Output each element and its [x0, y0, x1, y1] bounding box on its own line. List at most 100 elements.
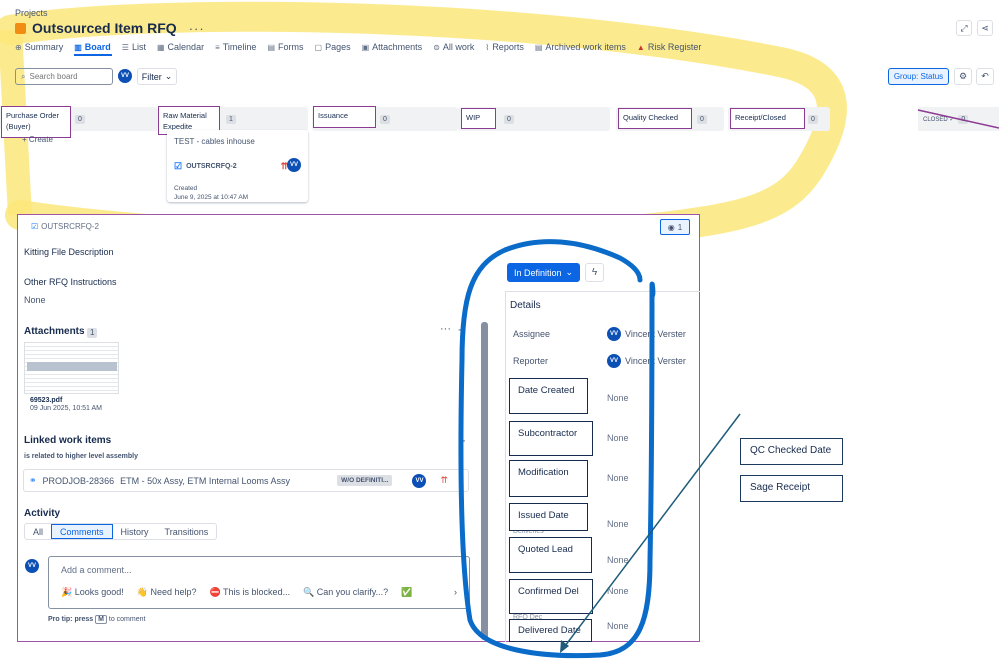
more-actions-icon[interactable]: ···: [188, 20, 205, 36]
column-label: Purchase Order (Buyer): [1, 106, 71, 138]
keyboard-key: M: [95, 615, 107, 624]
chevron-down-icon: ⌄: [164, 71, 173, 81]
kitting-label: Kitting File Description: [24, 247, 114, 257]
quick-reply-done[interactable]: ✅: [401, 587, 413, 597]
project-tabs: ⊕Summary ▥Board ☰List ▦Calendar ≡Timelin…: [15, 42, 712, 52]
archive-icon: ▤: [534, 42, 543, 52]
pages-icon: ▢: [314, 42, 323, 52]
watch-button[interactable]: ◉ 1: [660, 219, 690, 235]
field-value[interactable]: None: [607, 555, 629, 565]
add-attachment-icon[interactable]: +: [458, 322, 466, 337]
status-badge[interactable]: W/O DEFINITI...: [337, 475, 393, 486]
undo-icon[interactable]: ↶: [976, 68, 994, 85]
tab-reports[interactable]: ⌇Reports: [485, 42, 524, 52]
work-item-icon: ☑: [31, 222, 39, 231]
detail-key[interactable]: ☑ OUTSRCRFQ-2: [31, 222, 99, 231]
field-value[interactable]: None: [607, 586, 629, 596]
column-label: Issuance: [313, 106, 376, 128]
quick-reply-need-help[interactable]: 👋 Need help?: [136, 587, 197, 597]
card-key-row: ☑ OUTSRCRFQ-2 ⇈: [174, 161, 301, 172]
automation-icon[interactable]: ϟ: [585, 263, 604, 282]
tab-forms[interactable]: ▤Forms: [267, 42, 304, 52]
tab-board[interactable]: ▥Board: [74, 42, 111, 52]
activity-title: Activity: [24, 508, 61, 519]
details-divider: [505, 291, 700, 292]
tab-all[interactable]: All: [33, 526, 44, 537]
column-label: Receipt/Closed: [730, 108, 805, 129]
pro-tip: Pro tip: press M to comment: [48, 615, 146, 624]
field-delivered-date: Delivered Date: [509, 619, 592, 642]
attachments-count: 1: [87, 328, 98, 338]
field-value[interactable]: None: [607, 519, 629, 529]
attachments-title: Attachments: [24, 326, 85, 337]
tab-pages[interactable]: ▢Pages: [314, 42, 351, 52]
avatar: VV: [25, 559, 39, 573]
note-qc-checked-date: QC Checked Date: [740, 438, 843, 465]
project-icon: [15, 22, 26, 34]
status-dropdown[interactable]: In Definition ⌄: [507, 263, 580, 282]
avatar[interactable]: VV: [287, 158, 301, 172]
search-input[interactable]: [29, 72, 104, 81]
search-board[interactable]: ⌕: [15, 68, 113, 85]
tab-all-work[interactable]: ⊜All work: [433, 42, 475, 52]
linked-summary: ETM - 50x Assy, ETM Internal Looms Assy: [120, 475, 290, 486]
tab-transitions[interactable]: Transitions: [164, 526, 209, 537]
search-icon: ⌕: [21, 71, 26, 81]
tab-calendar[interactable]: ▦Calendar: [156, 42, 205, 52]
tab-list[interactable]: ☰List: [121, 42, 146, 52]
card-title: TEST - cables inhouse: [174, 137, 255, 146]
linked-items-title: Linked work items: [24, 435, 112, 446]
assignee-field[interactable]: VV Vincent Verster: [607, 327, 686, 341]
board-card[interactable]: TEST - cables inhouse ☑ OUTSRCRFQ-2 ⇈ Cr…: [167, 130, 308, 202]
comment-input[interactable]: Add a comment... 🎉 Looks good! 👋 Need he…: [48, 556, 470, 609]
create-button[interactable]: + Create: [22, 135, 53, 144]
attachment-file-name[interactable]: 69523.pdf: [30, 397, 63, 404]
column-label: CLOSED ✓: [923, 116, 955, 123]
field-value[interactable]: None: [607, 621, 629, 631]
tab-timeline[interactable]: ≡Timeline: [215, 42, 257, 52]
view-settings-icon[interactable]: ⚙: [954, 68, 972, 85]
tab-risk-register[interactable]: ▲Risk Register: [636, 42, 702, 52]
reporter-field[interactable]: VV Vincent Verster: [607, 354, 686, 368]
tab-attachments[interactable]: ▣Attachments: [361, 42, 423, 52]
breadcrumb[interactable]: Projects: [15, 8, 48, 18]
other-instructions-value[interactable]: None: [24, 295, 46, 305]
more-actions-icon[interactable]: ···: [440, 323, 451, 335]
linked-work-item[interactable]: ⚭ PRODJOB-28366 ETM - 50x Assy, ETM Inte…: [23, 469, 469, 492]
expand-icon[interactable]: ⤢: [956, 20, 972, 36]
field-quoted-lead: Quoted Lead: [509, 537, 592, 573]
linked-key[interactable]: PRODJOB-28366: [42, 475, 115, 486]
link-relation: is related to higher level assembly: [24, 453, 138, 460]
column-count: 0: [504, 115, 514, 124]
tab-history[interactable]: History: [120, 526, 149, 537]
filter-button[interactable]: Filter⌄: [137, 68, 177, 85]
card-key[interactable]: OUTSRCRFQ-2: [186, 163, 237, 170]
field-date-created: Date Created: [509, 378, 588, 414]
tab-archived[interactable]: ▤Archived work items: [534, 42, 626, 52]
all-work-icon: ⊜: [433, 42, 440, 52]
column-count: 0: [75, 115, 85, 124]
avatar[interactable]: VV: [412, 473, 427, 488]
chevron-right-icon[interactable]: ›: [454, 587, 457, 597]
column-closed: CLOSED ✓ 0: [918, 107, 999, 131]
scrollbar[interactable]: [481, 322, 488, 640]
reports-icon: ⌇: [485, 42, 490, 52]
avatar[interactable]: VV: [118, 69, 132, 83]
field-value[interactable]: None: [607, 433, 629, 443]
attachments-icon: ▣: [361, 42, 370, 52]
attachment-thumbnail[interactable]: [24, 342, 119, 394]
field-value[interactable]: None: [607, 473, 629, 483]
tab-summary[interactable]: ⊕Summary: [15, 42, 64, 52]
priority-highest-icon: ⇈: [280, 161, 289, 171]
quick-reply-blocked[interactable]: ⛔ This is blocked...: [209, 587, 291, 597]
quick-reply-clarify[interactable]: 🔍 Can you clarify...?: [303, 587, 389, 597]
add-link-icon[interactable]: +: [458, 433, 466, 448]
field-value[interactable]: None: [607, 393, 629, 403]
share-icon[interactable]: ⋖: [977, 20, 993, 36]
thumbnail-preview: [27, 362, 117, 371]
quick-reply-looks-good[interactable]: 🎉 Looks good!: [61, 587, 124, 597]
details-title: Details: [510, 300, 541, 311]
group-status-button[interactable]: Group: Status: [888, 68, 949, 85]
tab-comments[interactable]: Comments: [51, 524, 113, 539]
chevron-down-icon: ⌄: [565, 267, 574, 277]
